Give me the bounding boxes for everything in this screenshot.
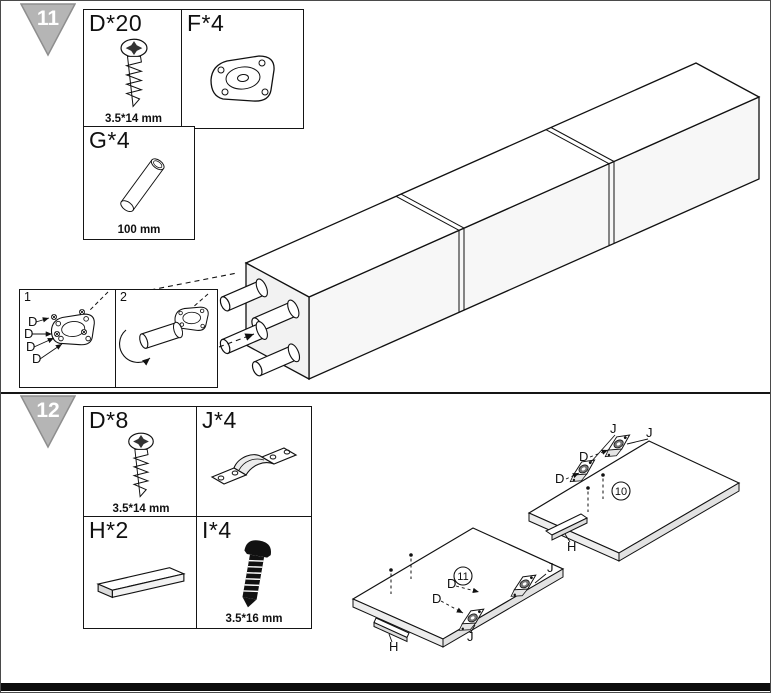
badge-triangle — [20, 395, 76, 449]
hinge-callout-j: J — [646, 425, 653, 440]
leg-icon — [120, 158, 165, 213]
screw-callout-d: D — [432, 591, 441, 606]
page-bottom-rule — [1, 683, 770, 691]
strip-icon — [96, 567, 186, 599]
cabinet-panel-seams — [395, 127, 615, 313]
part-label-i4: I*4 — [202, 517, 232, 543]
step-12-badge: 12 — [20, 395, 76, 449]
badge-triangle — [20, 3, 76, 57]
detail-2-number: 2 — [120, 290, 127, 304]
part-label-h2: H*2 — [89, 517, 129, 543]
detail-box-1: 1 D D — [19, 289, 118, 388]
step-12-number: 12 — [36, 399, 59, 422]
screw-callout-d: D — [28, 314, 37, 329]
part-size-g4: 100 mm — [117, 224, 161, 236]
tiny-screws — [50, 308, 88, 338]
leg-front-right — [251, 343, 301, 377]
screw-callout-d: D — [447, 576, 456, 591]
screw-icon — [128, 432, 154, 498]
screw-icon — [120, 38, 148, 108]
part-label-f4: F*4 — [187, 10, 225, 36]
mounting-plate-icon — [210, 55, 275, 102]
strip-callout-h: H — [567, 539, 576, 554]
detail-1-number: 1 — [24, 290, 31, 304]
part-size-i4: 3.5*16 mm — [225, 613, 283, 625]
leg-detail — [139, 321, 184, 349]
screw-callout-d: D — [24, 326, 33, 341]
plate-detail — [50, 313, 95, 346]
part-label-d20: D*20 — [89, 10, 143, 36]
hinge-callout-j: J — [547, 560, 554, 575]
doors-assembly-drawing: 11 J J D D H 10 J — [351, 421, 741, 654]
hinge-callout-j: J — [467, 629, 474, 644]
part-box-i4: I*4 3.5*16 mm — [196, 516, 312, 629]
part-box-f4: F*4 — [181, 9, 304, 129]
part-box-h2: H*2 — [83, 516, 199, 629]
part-box-d8: D*8 3.5*14 mm — [83, 406, 199, 519]
hinge-callout-j: J — [610, 421, 617, 436]
part-box-g4: G*4 100 mm — [83, 126, 195, 240]
panel-11: 11 J J D D H — [351, 527, 565, 654]
panel-11-number: 11 — [457, 571, 468, 583]
screw-callout-d: D — [32, 351, 41, 366]
part-box-d20: D*20 3.5*14 mm — [83, 9, 184, 129]
leg-front-left — [219, 321, 268, 355]
detail-box-2: 2 — [115, 289, 218, 388]
screw-callout-d: D — [555, 471, 564, 486]
leg-leader-line — [218, 333, 255, 348]
leg-back-left — [219, 278, 268, 312]
part-size-d8: 3.5*14 mm — [112, 503, 170, 515]
part-box-j4: J*4 — [196, 406, 312, 519]
strip-callout-h: H — [389, 639, 398, 654]
part-size-d20: 3.5*14 mm — [105, 113, 162, 125]
strip-h-side — [373, 621, 408, 643]
detail-1-drawing: D D D D — [24, 291, 109, 366]
section-divider — [1, 392, 770, 394]
part-label-g4: G*4 — [89, 127, 131, 153]
cabinet-assembly-drawing — [218, 62, 761, 381]
part-label-d8: D*8 — [89, 407, 129, 433]
strip-h-side — [551, 517, 588, 541]
hinge-icon — [210, 447, 298, 485]
step-11-badge: 11 — [20, 3, 76, 57]
panel-10-number: 10 — [615, 486, 627, 498]
rotate-arrow — [119, 329, 151, 366]
bolt-icon — [242, 540, 271, 608]
detail-2-drawing — [119, 293, 209, 366]
step-11-number: 11 — [37, 7, 60, 30]
part-label-j4: J*4 — [202, 407, 237, 433]
screw-callout-d: D — [579, 449, 588, 464]
panel-10: 10 J J D D H — [527, 421, 741, 562]
screw-callout-d: D — [26, 339, 35, 354]
